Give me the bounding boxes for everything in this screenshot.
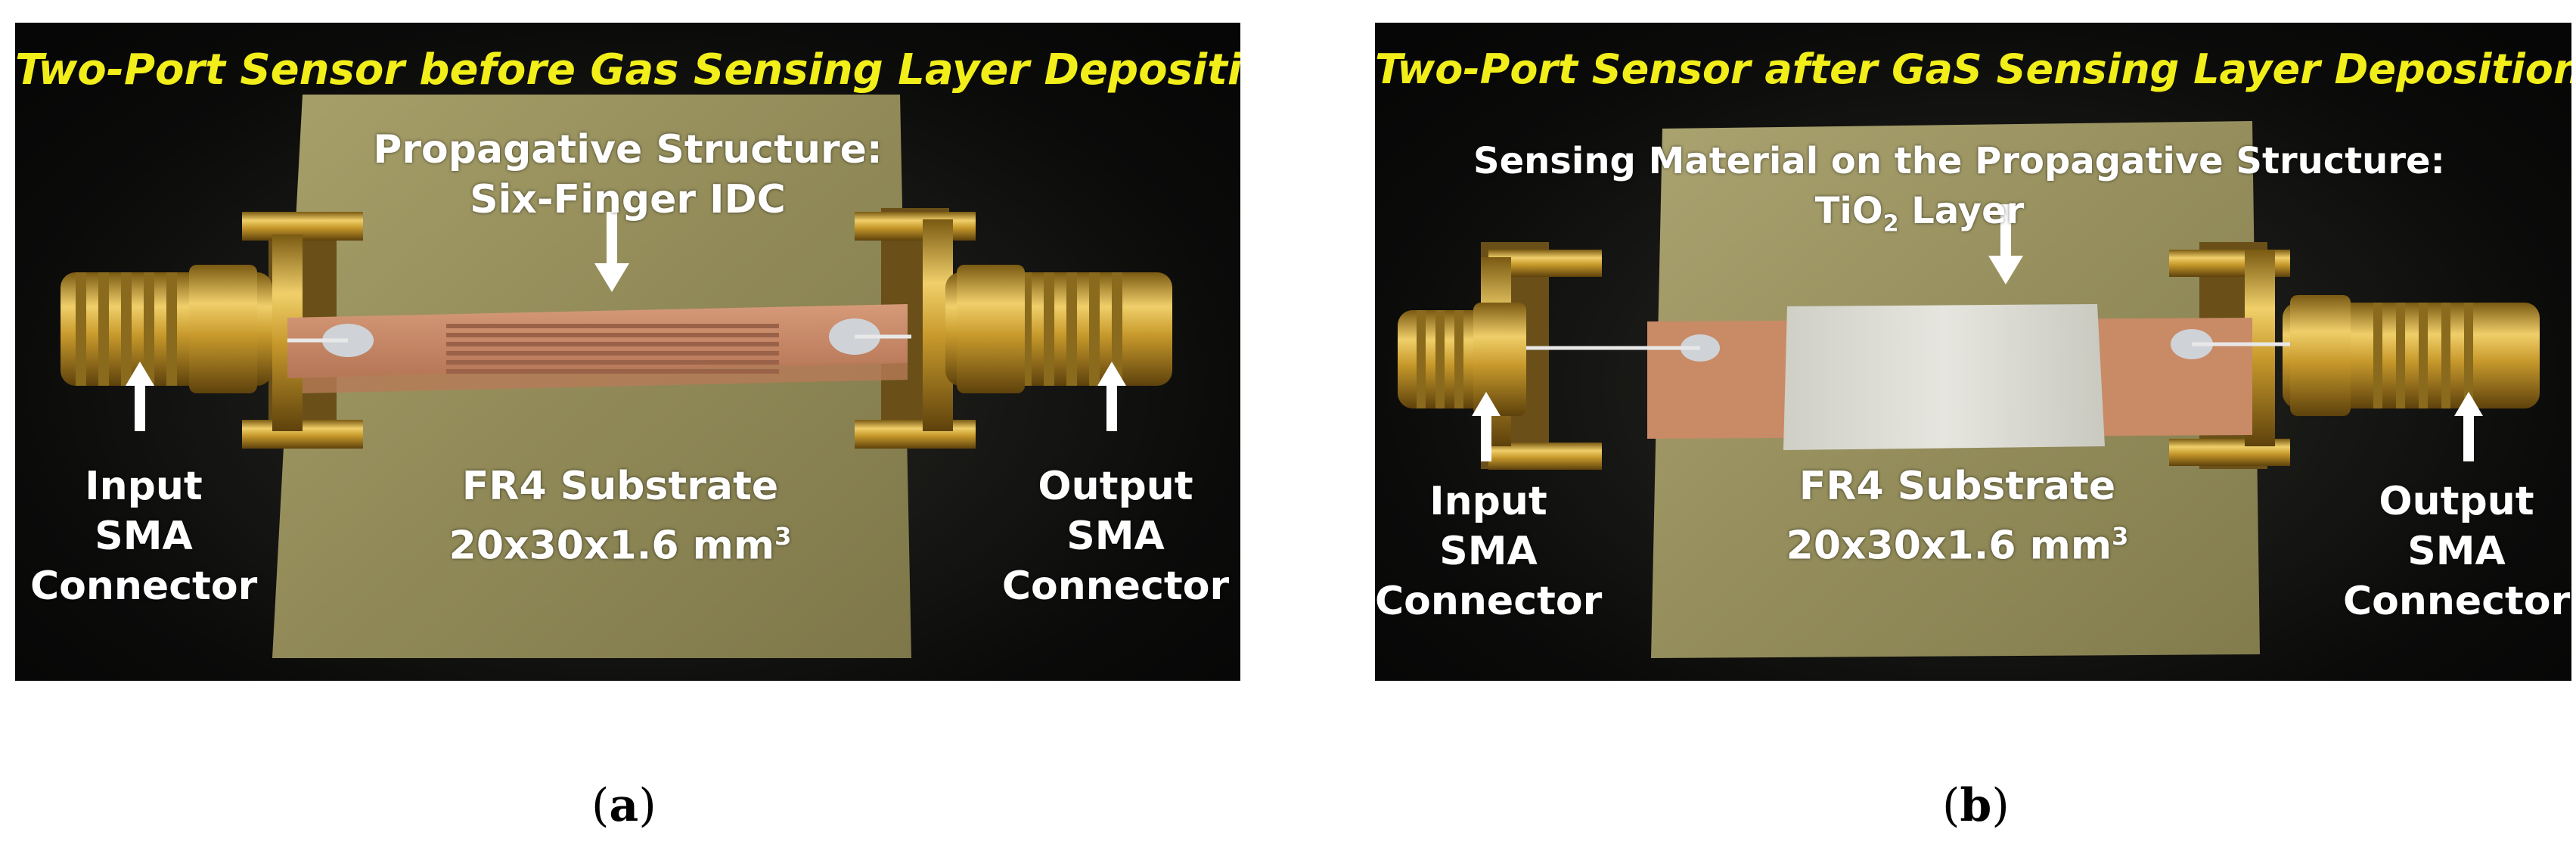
- layer-word: Layer: [1898, 190, 2025, 232]
- output-sma-label: Output SMA Connector: [2343, 477, 2570, 626]
- arrow-to-output-connector: [1097, 362, 1126, 431]
- sensor-b-illustration: [1398, 121, 2540, 658]
- sensing-material-line2: TiO2 Layer: [1473, 186, 2366, 250]
- substrate-unit-exponent: 3: [2112, 522, 2129, 551]
- output-sma-label: Output SMA Connector: [995, 461, 1237, 611]
- propagative-structure-line2: Six-Finger IDC: [470, 177, 786, 222]
- panel-a-title: Two-Port Sensor before Gas Sensing Layer…: [15, 45, 1240, 95]
- input-sma-label: Input SMA Connector: [30, 461, 257, 611]
- substrate-line1: FR4 Substrate: [1799, 464, 2116, 509]
- output-label-line1: Output: [1038, 464, 1193, 509]
- substrate-line2: 20x30x1.6 mm3: [378, 511, 862, 570]
- tio2-formula: TiO: [1814, 190, 1883, 232]
- output-label-line1: Output: [2379, 479, 2534, 524]
- output-sma-connector: [945, 265, 1172, 393]
- caption-b-letter: b: [1960, 779, 1992, 832]
- input-label-line1: Input: [1429, 479, 1547, 524]
- substrate-dimensions: 20x30x1.6 mm: [448, 523, 775, 569]
- sensor-a-illustration: [61, 95, 1172, 658]
- caption-b-open: (: [1942, 779, 1960, 832]
- input-sma-connector: [61, 265, 272, 393]
- caption-a-letter: a: [609, 779, 639, 832]
- tio2-layer: [1783, 304, 2105, 450]
- sensing-material-label: Sensing Material on the Propagative Stru…: [1473, 136, 2445, 250]
- panel-b-title: Two-Port Sensor after GaS Sensing Layer …: [1375, 45, 2571, 93]
- input-label-line2: SMA: [95, 514, 193, 559]
- input-label-line3: Connector: [30, 564, 258, 609]
- six-finger-idc: [446, 324, 779, 374]
- right-sma-mount: [855, 208, 976, 449]
- input-sma-label: Input SMA Connector: [1375, 477, 1602, 626]
- arrow-to-idc: [594, 212, 629, 292]
- caption-a: (a): [591, 779, 656, 832]
- caption-a-close: ): [638, 779, 656, 832]
- input-sma-connector: [1398, 303, 1526, 416]
- output-label-line3: Connector: [2343, 579, 2571, 624]
- arrow-to-input-connector: [1472, 392, 1501, 461]
- caption-b-close: ): [1991, 779, 2010, 832]
- input-label-line1: Input: [85, 464, 203, 509]
- substrate-dimensions: 20x30x1.6 mm: [1786, 523, 2112, 569]
- output-label-line2: SMA: [2407, 529, 2506, 574]
- output-sma-connector: [2283, 295, 2540, 416]
- panel-b-photo: Two-Port Sensor after GaS Sensing Layer …: [1375, 23, 2571, 681]
- output-label-line3: Connector: [1001, 564, 1230, 609]
- propagative-structure-label: Propagative Structure: Six-Finger IDC: [340, 125, 915, 225]
- input-label-line2: SMA: [1439, 529, 1538, 574]
- caption-b: (b): [1942, 779, 2010, 832]
- substrate-label: FR4 Substrate 20x30x1.6 mm3: [1723, 461, 2192, 570]
- tio2-subscript: 2: [1882, 210, 1899, 238]
- panel-a-photo: Two-Port Sensor before Gas Sensing Layer…: [15, 23, 1240, 681]
- input-label-line3: Connector: [1375, 579, 1603, 624]
- arrow-to-input-connector: [126, 362, 154, 431]
- substrate-line2: 20x30x1.6 mm3: [1723, 511, 2192, 570]
- substrate-label: FR4 Substrate 20x30x1.6 mm3: [378, 461, 862, 570]
- output-label-line2: SMA: [1066, 514, 1165, 559]
- arrow-to-tio2-layer: [1988, 204, 2023, 284]
- copper-trace: [287, 304, 908, 393]
- propagative-structure-line1: Propagative Structure:: [373, 127, 883, 172]
- caption-a-open: (: [591, 779, 610, 832]
- sensing-material-line1: Sensing Material on the Propagative Stru…: [1473, 140, 2445, 182]
- arrow-to-output-connector: [2454, 392, 2483, 461]
- substrate-line1: FR4 Substrate: [461, 464, 779, 509]
- substrate-unit-exponent: 3: [774, 522, 792, 551]
